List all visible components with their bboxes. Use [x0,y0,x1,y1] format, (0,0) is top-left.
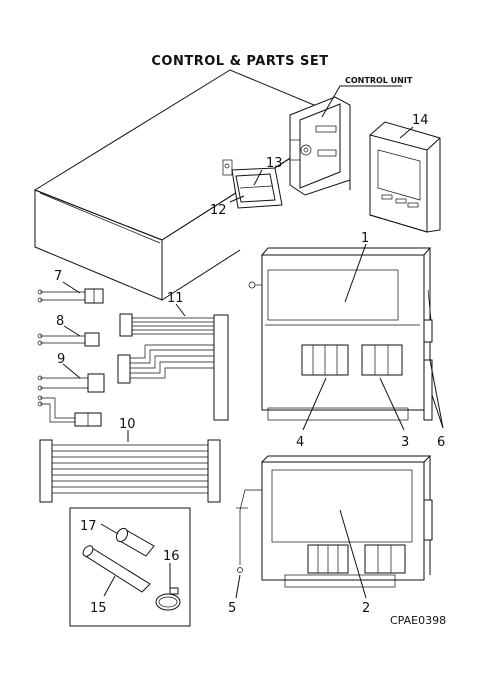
callout-15: 15 [90,601,107,616]
hose-clamp [155,587,181,611]
wire-set-7 [37,288,104,304]
callout-8: 8 [56,314,64,329]
control-unit-label: CONTROL UNIT [345,76,413,85]
callout-9: 9 [57,352,65,367]
callout-2: 2 [362,601,370,616]
callout-17: 17 [80,519,97,534]
callout-11: 11 [167,291,184,306]
callout-13: 13 [266,156,283,171]
callout-1: 1 [361,231,369,246]
callout-14: 14 [412,113,429,128]
wire-harness-11 [117,313,229,421]
callout-3: 3 [401,435,409,450]
insulation-tube [115,527,155,557]
callout-10: 10 [119,417,136,432]
control-box-upper [248,247,433,421]
control-unit-bracket [289,96,351,196]
wire-harness-10 [39,439,221,503]
drain-hose [82,545,151,593]
wire-set-9 [37,373,105,427]
wire-set-8 [37,332,100,347]
document-code: CPAE0398 [390,614,446,627]
diagram-title: CONTROL & PARTS SET [151,54,328,69]
accessory-panel [69,507,191,627]
remote-controller [369,121,441,233]
callout-6: 6 [437,435,445,450]
callout-12: 12 [210,203,227,218]
control-box-lower [260,455,433,588]
sensor-5 [236,489,262,573]
mounting-bracket [222,159,283,209]
callout-7: 7 [54,269,62,284]
callout-5: 5 [228,601,236,616]
callout-4: 4 [296,435,304,450]
callout-16: 16 [163,549,180,564]
